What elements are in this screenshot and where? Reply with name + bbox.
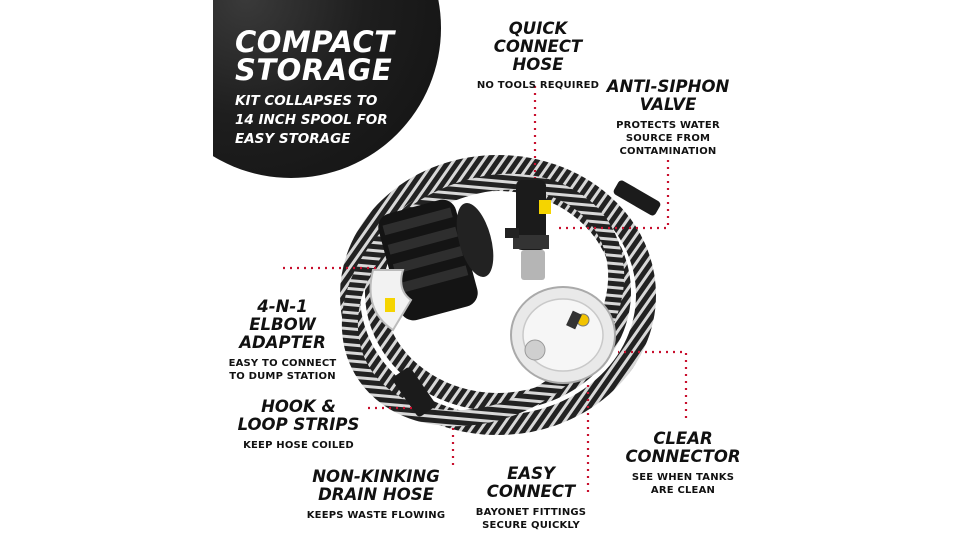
elbow-label bbox=[385, 298, 395, 312]
feature-title: CLEAR CONNECTOR bbox=[625, 429, 741, 466]
clear-connector bbox=[510, 286, 616, 384]
feature-title: NON-KINKING DRAIN HOSE bbox=[312, 467, 440, 504]
feature-subtitle: BAYONET FITTINGS SECURE QUICKLY bbox=[475, 507, 587, 531]
compact-storage-subtitle: KIT COLLAPSES TO 14 INCH SPOOL FOR EASY … bbox=[235, 93, 388, 147]
feature-title: ANTI-SIPHON VALVE bbox=[606, 77, 730, 114]
feature-easy-connect: EASY CONNECT BAYONET FITTINGS SECURE QUI… bbox=[466, 465, 596, 532]
product-infographic: COMPACT STORAGE KIT COLLAPSES TO 14 INCH… bbox=[213, 0, 765, 550]
feature-hook-loop-strips: HOOK & LOOP STRIPS KEEP HOSE COILED bbox=[231, 398, 366, 452]
feature-anti-siphon-valve: ANTI-SIPHON VALVE PROTECTS WATER SOURCE … bbox=[598, 78, 738, 158]
feature-subtitle: KEEPS WASTE FLOWING bbox=[306, 510, 446, 521]
feature-title: 4-N-1 ELBOW ADAPTER bbox=[239, 297, 326, 352]
feature-elbow-adapter: 4-N-1 ELBOW ADAPTER EASY TO CONNECT TO D… bbox=[215, 298, 350, 383]
compact-storage-title: COMPACT STORAGE bbox=[235, 25, 395, 87]
feature-clear-connector: CLEAR CONNECTOR SEE WHEN TANKS ARE CLEAN bbox=[613, 430, 753, 497]
feature-title: HOOK & LOOP STRIPS bbox=[237, 397, 360, 434]
feature-subtitle: KEEP HOSE COILED bbox=[243, 440, 354, 451]
feature-subtitle: SEE WHEN TANKS ARE CLEAN bbox=[631, 472, 735, 496]
hook-loop-strip-2 bbox=[613, 180, 661, 216]
feature-title: EASY CONNECT bbox=[486, 464, 576, 501]
hose-kit-illustration bbox=[283, 86, 688, 492]
leader-lines bbox=[283, 86, 688, 492]
feature-title: QUICK CONNECT HOSE bbox=[493, 19, 583, 74]
anti-siphon-valve bbox=[505, 180, 551, 280]
hook-loop-strip bbox=[392, 367, 436, 417]
feature-subtitle: NO TOOLS REQUIRED bbox=[476, 80, 600, 91]
feature-quick-connect-hose: QUICK CONNECT HOSE NO TOOLS REQUIRED bbox=[468, 20, 608, 92]
feature-non-kinking-drain-hose: NON-KINKING DRAIN HOSE KEEPS WASTE FLOWI… bbox=[301, 468, 451, 522]
feature-subtitle: EASY TO CONNECT TO DUMP STATION bbox=[228, 358, 337, 382]
feature-subtitle: PROTECTS WATER SOURCE FROM CONTAMINATION bbox=[616, 120, 720, 157]
